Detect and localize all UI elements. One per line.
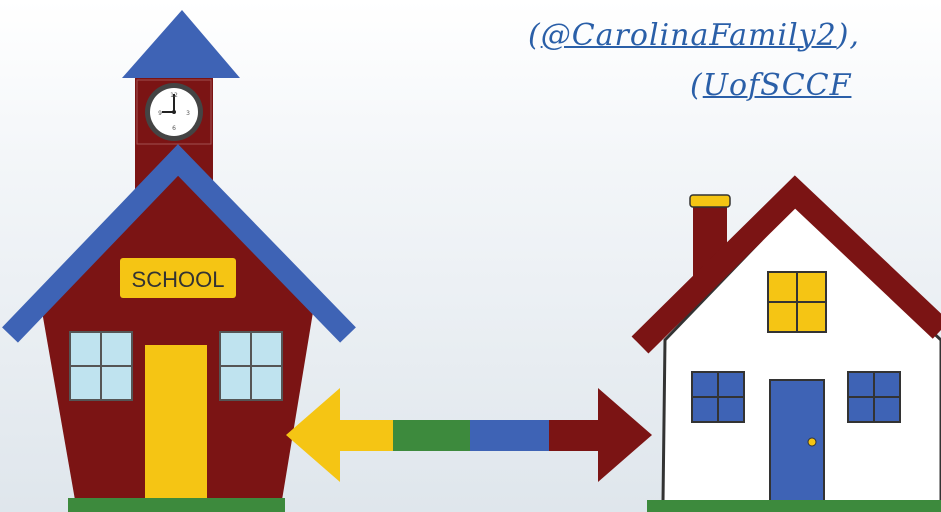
door-knob: [808, 438, 816, 446]
house-window-left: [692, 372, 744, 422]
arrow-segment-red: [549, 420, 601, 451]
arrow-segment-blue: [470, 420, 550, 451]
svg-text:12: 12: [170, 92, 178, 99]
house: [640, 192, 941, 512]
school-grass: [68, 498, 285, 512]
svg-text:6: 6: [172, 125, 176, 132]
house-grass: [647, 500, 941, 512]
school-sign: SCHOOL: [120, 258, 236, 298]
school-steeple-roof: [122, 10, 240, 78]
two-way-arrow: [286, 388, 652, 482]
house-window-right: [848, 372, 900, 422]
arrow-segment-yellow: [338, 420, 394, 451]
house-door: [770, 380, 824, 502]
clock-icon: 12 3 6 9: [145, 83, 203, 141]
school-sign-label: SCHOOL: [132, 267, 225, 292]
svg-text:9: 9: [158, 110, 162, 117]
arrow-segment-green: [393, 420, 471, 451]
school-door: [145, 345, 207, 505]
arrow-head-right: [598, 388, 652, 482]
house-chimney-cap: [690, 195, 730, 207]
svg-text:3: 3: [186, 110, 190, 117]
school-window-right: [220, 332, 282, 400]
school-window-left: [70, 332, 132, 400]
house-attic-window: [768, 272, 826, 332]
